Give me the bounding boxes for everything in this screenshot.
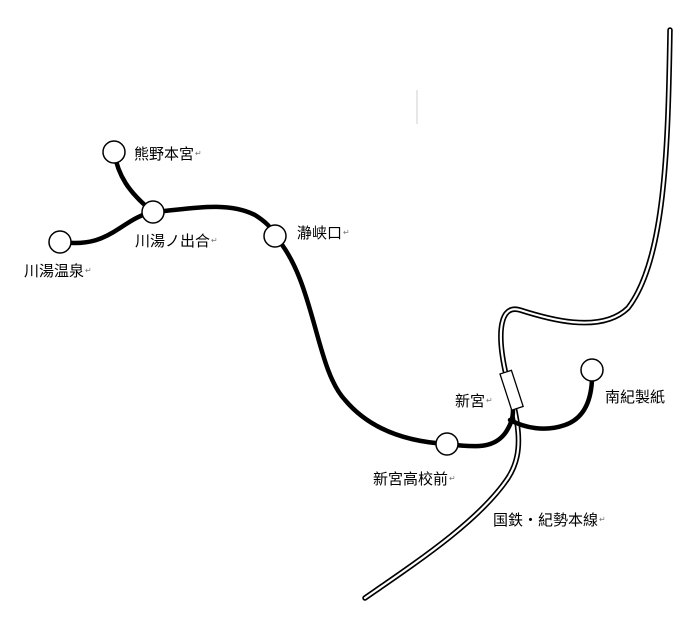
station-box-shingu <box>499 369 524 411</box>
route-segment-tokyoguchi-kokomae <box>272 233 450 447</box>
label-text-kisei-main-line: 国鉄・紀勢本線 <box>493 511 599 529</box>
station-circle-nanki-seishi <box>580 358 604 382</box>
paragraph-mark: ↵ <box>195 149 202 158</box>
station-circle-kumano-hongu <box>102 140 126 164</box>
paragraph-mark: ↵ <box>85 266 92 275</box>
label-tokyo-guchi: 瀞峡口↵ <box>297 224 350 242</box>
label-text-kawayu-no-deai: 川湯ノ出合 <box>135 232 211 250</box>
station-circle-tokyo-guchi <box>263 224 287 248</box>
route-segment-kokomae-shingu <box>444 407 516 449</box>
station-circles <box>48 140 604 456</box>
paragraph-mark: ↵ <box>449 474 456 483</box>
route-segment-shingu-seishi <box>507 367 595 431</box>
kisei-line-inner <box>363 28 672 600</box>
label-text-shingu-koko-mae: 新宮高校前 <box>373 470 449 488</box>
station-circle-shingu-koko-mae <box>435 432 459 456</box>
label-text-shingu: 新宮 <box>455 392 486 410</box>
station-circle-kawayu-no-deai <box>141 200 165 224</box>
label-text-kawayu-onsen: 川湯温泉 <box>24 262 85 280</box>
label-text-nanki-seishi: 南紀製紙 <box>605 388 666 406</box>
paragraph-mark: ↵ <box>486 396 493 405</box>
label-shingu: 新宮↵ <box>455 392 493 410</box>
paragraph-mark: ↵ <box>343 228 350 237</box>
paragraph-mark: ↵ <box>211 236 218 245</box>
label-kumano-hongu: 熊野本宮↵ <box>134 145 202 163</box>
station-circle-kawayu-onsen <box>48 230 72 254</box>
label-text-tokyo-guchi: 瀞峡口 <box>297 224 343 242</box>
main-route <box>57 149 595 449</box>
label-nanki-seishi: 南紀製紙 <box>605 388 665 406</box>
paragraph-mark: ↵ <box>599 515 606 524</box>
label-shingu-koko-mae: 新宮高校前↵ <box>373 470 456 488</box>
label-text-kumano-hongu: 熊野本宮 <box>134 145 195 163</box>
label-kawayu-onsen: 川湯温泉↵ <box>24 262 92 280</box>
label-kisei-main-line: 国鉄・紀勢本線↵ <box>493 511 606 529</box>
label-kawayu-no-deai: 川湯ノ出合↵ <box>135 232 218 250</box>
kisei-main-line <box>362 27 673 601</box>
